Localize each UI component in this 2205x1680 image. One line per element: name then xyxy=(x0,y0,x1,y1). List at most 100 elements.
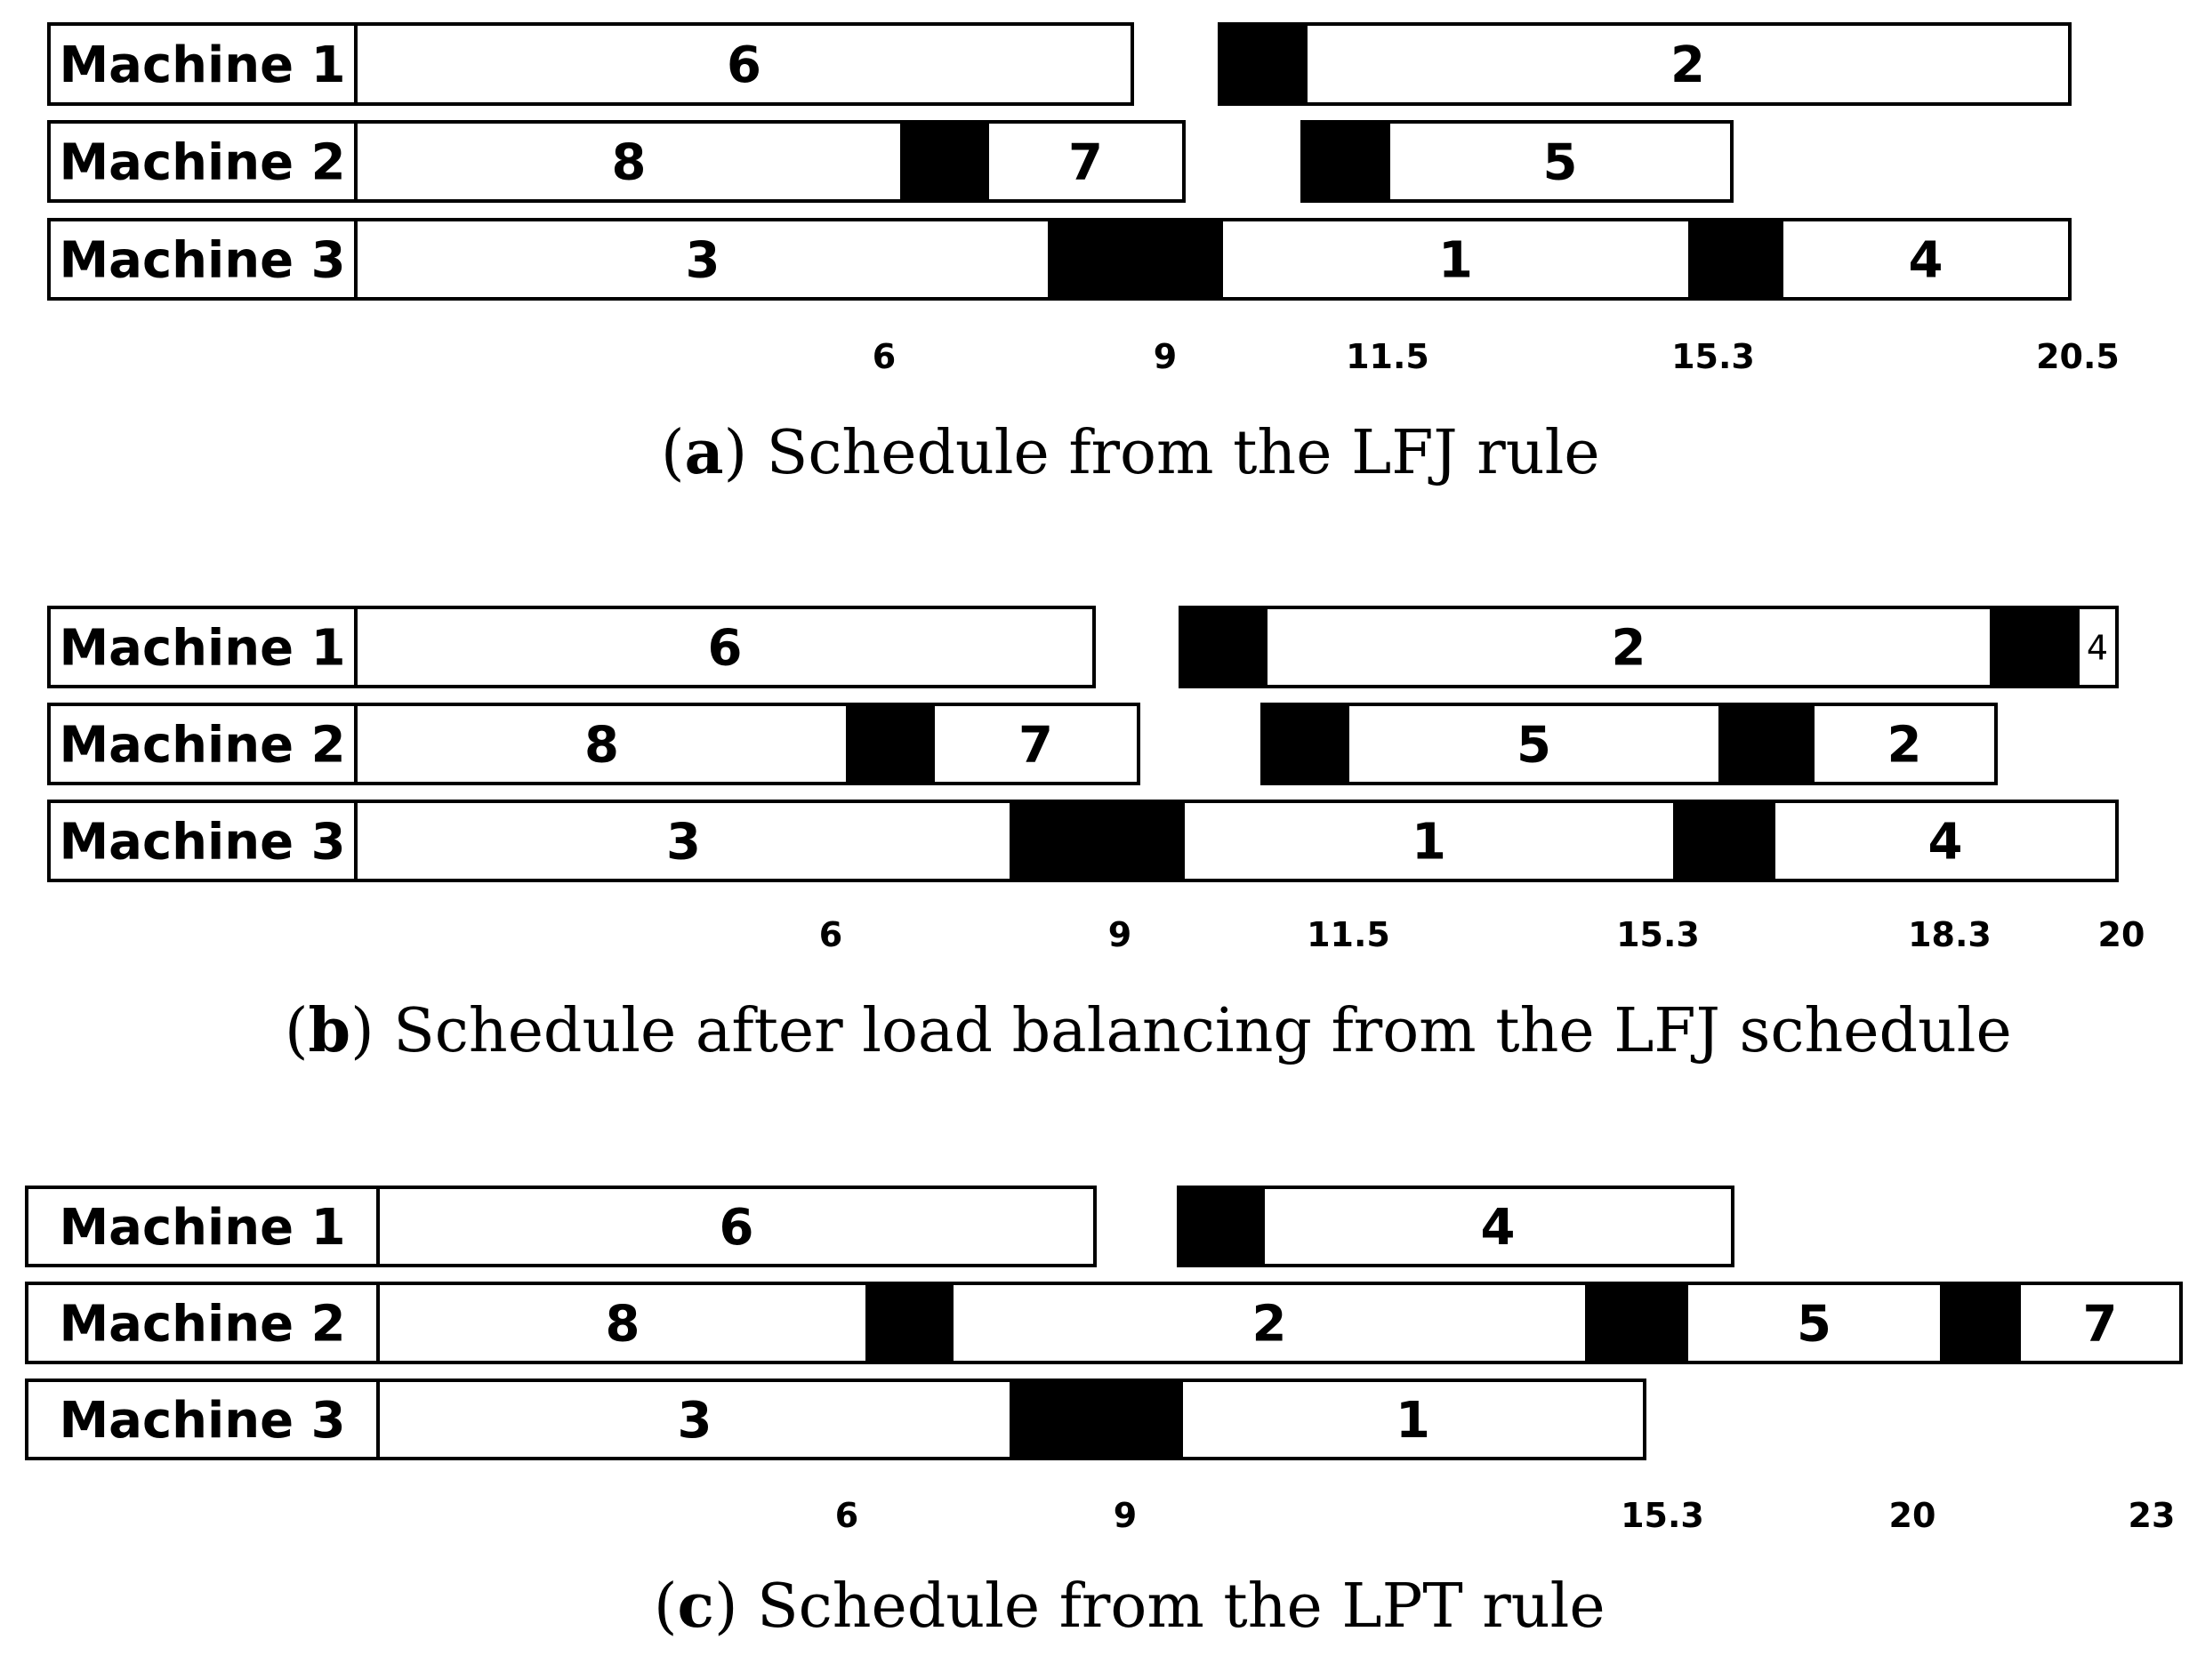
job-label: 3 xyxy=(666,814,701,872)
job-bar xyxy=(1387,120,1734,203)
caption-paren-open: ( xyxy=(661,418,685,488)
machine-label-box xyxy=(47,606,358,688)
job-bar xyxy=(1780,218,2072,301)
caption-paren-close: ) xyxy=(714,1571,738,1642)
machine-label-box xyxy=(25,1186,380,1267)
job-bar xyxy=(986,120,1186,203)
time-tick-label: 6 xyxy=(873,337,896,376)
job-bar xyxy=(1181,800,1677,882)
caption-letter: a xyxy=(685,417,724,488)
caption-paren-open: ( xyxy=(285,996,309,1066)
caption-text: Schedule from the LPT rule xyxy=(737,1571,1605,1642)
job-label: 6 xyxy=(720,1199,754,1257)
machine-row: Machine 1 6 4 xyxy=(25,1186,1734,1267)
idle-block xyxy=(1260,703,1349,785)
idle-block xyxy=(1990,606,2080,688)
time-tick-label: 9 xyxy=(1108,915,1131,954)
job-bar xyxy=(376,1282,869,1364)
job-bar xyxy=(376,1186,1097,1267)
machine-label: Machine 2 xyxy=(59,134,345,192)
job-label: 8 xyxy=(606,1296,640,1354)
job-label: 3 xyxy=(686,232,720,290)
time-tick-label: 20 xyxy=(2098,915,2145,954)
job-label: 8 xyxy=(612,134,647,192)
job-bar xyxy=(1179,1379,1646,1460)
time-tick-label: 20.5 xyxy=(2036,337,2120,376)
job-label: 5 xyxy=(1543,134,1578,192)
time-tick-label: 18.3 xyxy=(1908,915,1992,954)
machine-label: Machine 3 xyxy=(59,232,345,290)
idle-block xyxy=(1718,703,1815,785)
machine-label: Machine 2 xyxy=(59,717,345,775)
idle-block xyxy=(1010,1379,1183,1460)
job-label: 5 xyxy=(1517,717,1551,775)
idle-block xyxy=(900,120,989,203)
job-bar xyxy=(354,22,1134,106)
idle-block xyxy=(1177,1186,1265,1267)
idle-block xyxy=(1940,1282,2021,1364)
time-tick-label: 11.5 xyxy=(1307,915,1390,954)
time-tick-label: 15.3 xyxy=(1616,915,1700,954)
panel-caption: (a) Schedule from the LFJ rule xyxy=(661,417,1600,488)
job-bar xyxy=(354,606,1096,688)
caption-text: Schedule from the LFJ rule xyxy=(747,418,1599,488)
machine-label: Machine 2 xyxy=(59,1296,345,1354)
caption-paren-close: ) xyxy=(350,996,374,1066)
machine-label-box xyxy=(47,218,358,301)
job-bar xyxy=(1264,606,1993,688)
job-label: 4 xyxy=(2087,629,2108,668)
time-tick-label: 11.5 xyxy=(1346,337,1429,376)
machine-label-box xyxy=(25,1282,380,1364)
job-label: 7 xyxy=(2083,1296,2118,1354)
job-label: 5 xyxy=(1797,1296,1831,1354)
job-label: 6 xyxy=(708,620,743,678)
idle-block xyxy=(1688,218,1783,301)
job-bar xyxy=(2076,606,2119,688)
time-tick-label: 15.3 xyxy=(1621,1496,1704,1535)
time-tick-label: 20 xyxy=(1889,1496,1936,1535)
time-tick-label: 23 xyxy=(2129,1496,2176,1535)
job-label: 6 xyxy=(727,36,761,94)
job-bar xyxy=(1811,703,1998,785)
job-label: 7 xyxy=(1018,717,1053,775)
caption-letter: b xyxy=(309,995,351,1066)
machine-label-box xyxy=(47,703,358,785)
job-bar xyxy=(2017,1282,2183,1364)
time-tick-label: 9 xyxy=(1154,337,1177,376)
job-bar xyxy=(354,120,904,203)
job-bar xyxy=(354,703,849,785)
caption-paren-close: ) xyxy=(724,418,748,488)
machine-label: Machine 3 xyxy=(59,814,345,872)
idle-block xyxy=(1673,800,1775,882)
time-tick-label: 6 xyxy=(819,915,842,954)
job-label: 4 xyxy=(1928,814,1963,872)
time-tick-label: 9 xyxy=(1114,1496,1137,1535)
panel-caption: (b) Schedule after load balancing from t… xyxy=(285,995,2012,1066)
job-label: 4 xyxy=(1481,1199,1516,1257)
machine-label: Machine 1 xyxy=(59,1199,345,1257)
job-bar xyxy=(1346,703,1722,785)
machine-label: Machine 1 xyxy=(59,36,345,94)
job-label: 4 xyxy=(1909,232,1943,290)
job-bar xyxy=(1219,218,1692,301)
job-bar xyxy=(1261,1186,1734,1267)
job-label: 2 xyxy=(1887,717,1922,775)
caption-paren-open: ( xyxy=(654,1571,678,1642)
job-bar xyxy=(354,800,1013,882)
idle-block xyxy=(1300,120,1390,203)
job-label: 8 xyxy=(584,717,619,775)
job-label: 1 xyxy=(1412,814,1446,872)
idle-block xyxy=(865,1282,954,1364)
job-bar xyxy=(376,1379,1013,1460)
job-label: 3 xyxy=(678,1392,712,1450)
